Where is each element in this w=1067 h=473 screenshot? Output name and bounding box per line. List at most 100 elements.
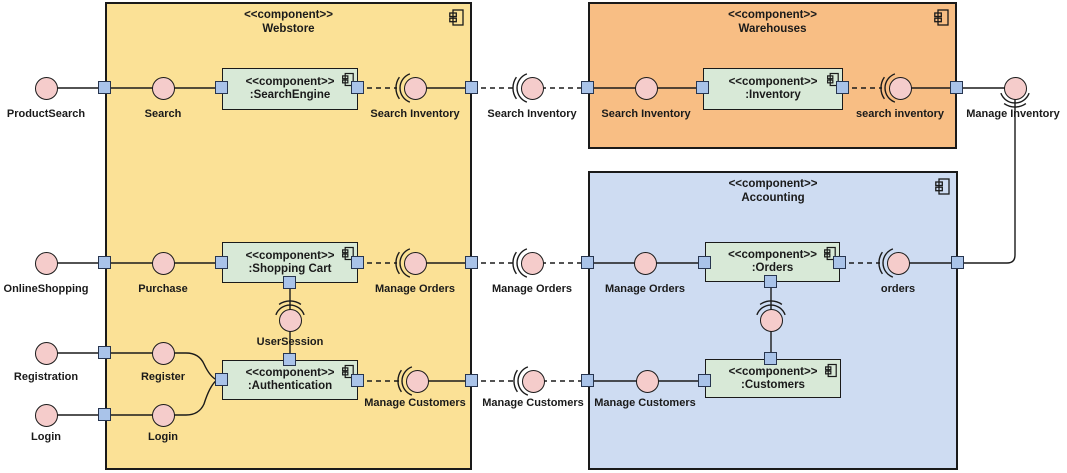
webstore-header: <<component>> Webstore xyxy=(107,8,470,36)
port-accounting-left-orders xyxy=(581,256,594,269)
port-customers-top xyxy=(764,352,777,365)
interface-ball-purchase xyxy=(152,252,175,275)
interface-ball-manage-orders-middle xyxy=(521,252,544,275)
port-webstore-right-search xyxy=(465,81,478,94)
component-icon xyxy=(449,9,464,26)
label-product-search: ProductSearch xyxy=(6,108,86,120)
interface-ball-orders-customers xyxy=(760,309,783,332)
interface-ball-user-session xyxy=(279,309,302,332)
interface-ball-manage-customers-accounting xyxy=(636,370,659,393)
port-shoppingcart-left xyxy=(215,256,228,269)
label-user-session: UserSession xyxy=(256,336,324,348)
port-orders-right xyxy=(833,256,846,269)
label-search: Search xyxy=(144,108,182,120)
port-webstore-left-search xyxy=(98,81,111,94)
port-shoppingcart-bottom xyxy=(283,276,296,289)
customers-name: :Customers xyxy=(741,378,805,391)
port-warehouses-left xyxy=(581,81,594,94)
label-search-inventory-middle: Search Inventory xyxy=(487,108,577,120)
label-manage-orders-webstore: Manage Orders xyxy=(374,283,456,295)
label-search-inventory-warehouse: Search Inventory xyxy=(601,108,691,120)
label-manage-orders-middle: Manage Orders xyxy=(491,283,573,295)
label-purchase: Purchase xyxy=(138,283,188,295)
interface-ball-manage-inventory xyxy=(1004,77,1027,100)
component-icon xyxy=(935,178,950,195)
port-accounting-left-customers xyxy=(581,374,594,387)
component-authentication: <<component>> :Authentication xyxy=(222,360,358,400)
customers-stereotype: <<component>> xyxy=(728,365,818,378)
warehouses-name: Warehouses xyxy=(738,23,807,35)
label-manage-customers-middle: Manage Customers xyxy=(482,397,584,409)
warehouses-header: <<component>> Warehouses xyxy=(590,8,955,36)
port-orders-bottom xyxy=(764,275,777,288)
component-icon xyxy=(825,363,837,378)
orders-name: :Orders xyxy=(751,262,794,274)
component-inventory: <<component>> :Inventory xyxy=(703,68,843,110)
label-orders: orders xyxy=(880,283,916,295)
label-login-external: Login xyxy=(31,431,61,443)
interface-ball-manage-orders-webstore xyxy=(404,252,427,275)
webstore-name: Webstore xyxy=(262,23,315,35)
accounting-stereotype: <<component>> xyxy=(728,178,818,190)
label-search-inventory-provided: search inventory xyxy=(855,108,945,120)
port-inventory-right xyxy=(836,81,849,94)
port-authentication-top xyxy=(283,353,296,366)
inventory-stereotype: <<component>> xyxy=(728,76,818,88)
search-engine-stereotype: <<component>> xyxy=(245,76,335,88)
port-authentication-left xyxy=(215,373,228,386)
label-manage-orders-accounting: Manage Orders xyxy=(604,283,686,295)
label-registration: Registration xyxy=(13,371,79,383)
shopping-cart-stereotype: <<component>> xyxy=(245,249,335,262)
interface-ball-registration xyxy=(35,342,58,365)
socket-arcs xyxy=(275,73,1030,396)
label-manage-inventory: Manage Inventory xyxy=(966,108,1060,120)
port-webstore-left-registration xyxy=(98,346,111,359)
inventory-name: :Inventory xyxy=(745,89,801,101)
port-authentication-right xyxy=(351,374,364,387)
port-warehouses-right xyxy=(950,81,963,94)
port-inventory-left xyxy=(696,81,709,94)
component-icon xyxy=(342,72,354,87)
authentication-name: :Authentication xyxy=(247,380,333,392)
dashed-connectors xyxy=(358,87,882,382)
label-manage-customers-webstore: Manage Customers xyxy=(364,397,466,409)
label-login-internal: Login xyxy=(148,431,178,443)
interface-ball-login-internal xyxy=(152,404,175,427)
port-searchengine-right xyxy=(351,81,364,94)
port-shoppingcart-right xyxy=(351,256,364,269)
label-online-shopping: OnlineShopping xyxy=(3,283,89,295)
orders-stereotype: <<component>> xyxy=(728,249,817,261)
interface-ball-orders xyxy=(887,252,910,275)
interface-ball-manage-orders-accounting xyxy=(634,252,657,275)
warehouses-stereotype: <<component>> xyxy=(728,9,817,21)
interface-ball-search-inventory-provided xyxy=(889,77,912,100)
webstore-stereotype: <<component>> xyxy=(244,9,333,21)
component-icon xyxy=(827,72,839,87)
port-webstore-right-orders xyxy=(465,256,478,269)
interface-ball-search-inventory-warehouse xyxy=(635,77,658,100)
accounting-header: <<component>> Accounting xyxy=(590,177,956,205)
label-register: Register xyxy=(140,371,186,383)
port-webstore-left-purchase xyxy=(98,256,111,269)
component-icon xyxy=(934,9,949,26)
interface-ball-login-external xyxy=(35,404,58,427)
accounting-name: Accounting xyxy=(741,192,805,204)
shopping-cart-name: :Shopping Cart xyxy=(248,262,332,275)
component-icon xyxy=(342,246,354,261)
interface-ball-search xyxy=(152,77,175,100)
component-icon xyxy=(342,364,354,379)
interface-ball-manage-customers-middle xyxy=(522,370,545,393)
interface-ball-online-shopping xyxy=(35,252,58,275)
port-webstore-right-customers xyxy=(465,374,478,387)
component-icon xyxy=(824,246,836,261)
search-engine-name: :SearchEngine xyxy=(249,89,331,101)
interface-ball-register xyxy=(152,342,175,365)
interface-ball-search-inventory-middle xyxy=(521,77,544,100)
port-accounting-right xyxy=(951,256,964,269)
port-webstore-left-login xyxy=(98,408,111,421)
label-search-inventory-webstore: Search Inventory xyxy=(370,108,460,120)
component-orders: <<component>> :Orders xyxy=(705,242,840,282)
authentication-stereotype: <<component>> xyxy=(245,367,335,379)
interface-ball-search-inventory-webstore xyxy=(404,77,427,100)
